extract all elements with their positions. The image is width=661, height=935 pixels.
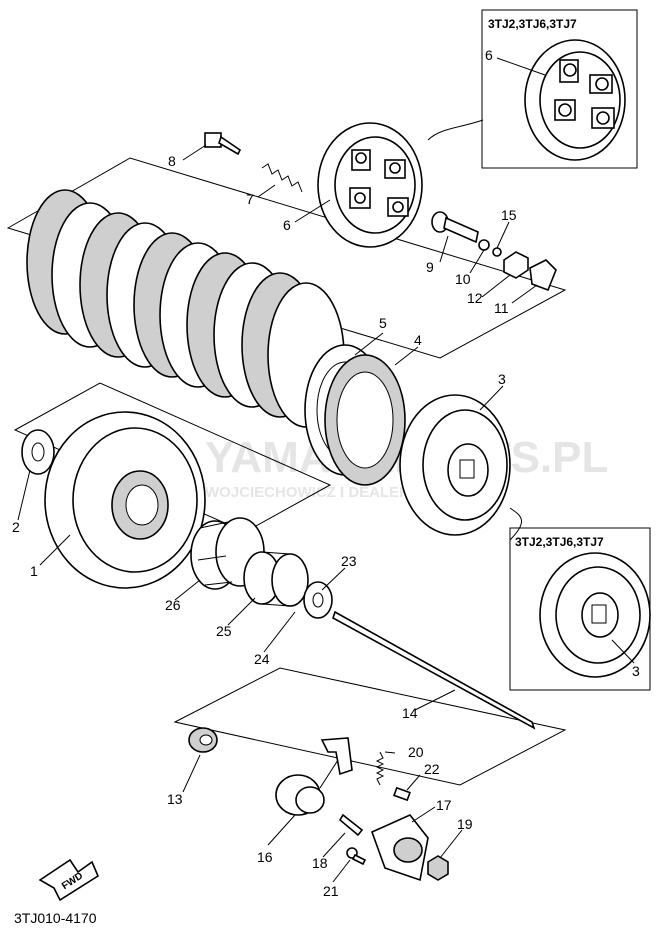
part-7-spring xyxy=(261,163,303,193)
part-17-bracket xyxy=(370,814,429,882)
callout-22: 22 xyxy=(424,761,440,777)
callout-1: 1 xyxy=(30,563,38,579)
part-26-needle-bearing xyxy=(190,517,265,590)
callout-2: 2 xyxy=(12,519,20,535)
lever-group-outline xyxy=(173,667,567,786)
part-11-lock-washer xyxy=(529,259,557,292)
part-19-nut xyxy=(427,855,449,881)
callout-13: 13 xyxy=(167,791,183,807)
callout-21: 21 xyxy=(323,883,339,899)
callout-15: 15 xyxy=(501,207,517,223)
variant-box-bottom: 3TJ2,3TJ6,3TJ7 xyxy=(509,507,651,691)
part-12-nut xyxy=(503,251,529,279)
part-15-ball xyxy=(492,247,502,257)
part-25-spacer xyxy=(243,551,309,607)
fwd-arrow-icon: FWD xyxy=(38,858,100,902)
part-3-clutch-boss xyxy=(399,394,511,536)
callout-23: 23 xyxy=(341,553,357,569)
callout-7: 7 xyxy=(246,191,254,207)
callout-6: 6 xyxy=(283,217,291,233)
part-8-bolt xyxy=(204,132,242,156)
callout-19: 19 xyxy=(457,816,473,832)
callout-26: 26 xyxy=(165,597,181,613)
part-22-pin xyxy=(393,786,411,802)
callout-24: 24 xyxy=(254,651,270,667)
callout-14: 14 xyxy=(402,705,418,721)
part-18-stud xyxy=(338,813,364,837)
part-20-spring xyxy=(375,751,385,786)
part-16-push-lever xyxy=(275,737,353,816)
callout-20: 20 xyxy=(408,744,424,760)
callout-3: 3 xyxy=(498,371,506,387)
callout-9: 9 xyxy=(426,259,434,275)
part-1-driven-gear xyxy=(44,411,206,589)
callout-12: 12 xyxy=(467,290,483,306)
diagram-code: 3TJ010-4170 xyxy=(14,910,97,926)
callout-4: 4 xyxy=(414,332,422,348)
callout-5: 5 xyxy=(379,315,387,331)
callout-18: 18 xyxy=(312,855,328,871)
callout-25: 25 xyxy=(216,623,232,639)
part-14-push-rod xyxy=(332,610,536,730)
variant-label-top: 3TJ2,3TJ6,3TJ7 xyxy=(488,17,577,31)
callout-6-variant: 6 xyxy=(485,47,493,63)
callout-3-variant: 3 xyxy=(632,663,640,679)
variant-label-bottom: 3TJ2,3TJ6,3TJ7 xyxy=(515,535,604,549)
part-9-push-lever xyxy=(431,211,479,244)
callout-10: 10 xyxy=(455,271,471,287)
callout-17: 17 xyxy=(436,797,452,813)
part-6-pressure-plate xyxy=(317,122,423,248)
callout-11: 11 xyxy=(494,300,509,316)
part-10-washer xyxy=(478,239,490,251)
clutch-plate-stack xyxy=(26,189,345,428)
callout-16: 16 xyxy=(257,849,273,865)
callout-8: 8 xyxy=(168,153,176,169)
variant-box-top: 3TJ2,3TJ6,3TJ7 xyxy=(427,9,638,169)
leader-lines xyxy=(17,57,635,883)
callout-numbers: 8 7 6 6 9 15 10 12 11 5 4 3 3 2 1 26 25 … xyxy=(12,47,640,899)
part-21-bolt xyxy=(346,847,367,866)
